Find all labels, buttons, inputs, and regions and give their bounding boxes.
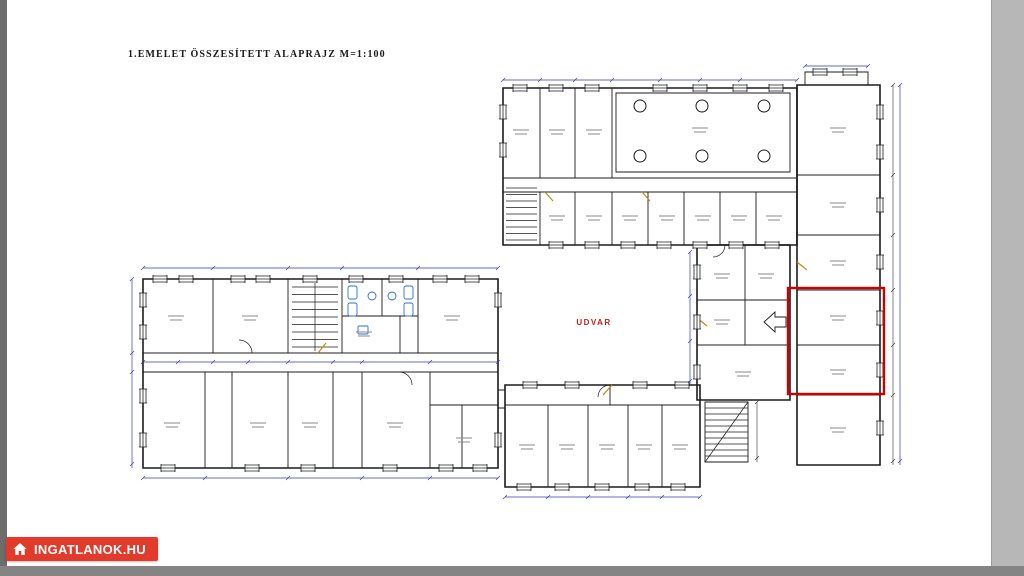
- window-icon: [875, 104, 885, 120]
- west-wing-outline: [142, 278, 499, 469]
- stairs: [292, 187, 749, 463]
- window-icon: [674, 380, 690, 390]
- window-icon: [632, 380, 648, 390]
- west-stairwell: [292, 283, 338, 351]
- inner-block-outline: [696, 244, 791, 401]
- window-icon: [138, 432, 148, 448]
- window-icon: [692, 83, 708, 93]
- window-icon: [564, 380, 580, 390]
- window-icon: [493, 432, 503, 448]
- window-icon: [516, 482, 532, 492]
- watermark: INGATLANOK.HU: [6, 537, 158, 561]
- window-icon: [302, 274, 318, 284]
- window-icon: [656, 240, 672, 250]
- north-stairwell: [506, 187, 537, 241]
- left-gutter: [0, 0, 7, 566]
- window-icon: [764, 240, 780, 250]
- window-icon: [548, 83, 564, 93]
- window-icon: [692, 240, 708, 250]
- window-icon: [498, 104, 508, 120]
- dimension-lines: [129, 63, 903, 500]
- window-icon: [875, 254, 885, 270]
- watermark-text: INGATLANOK.HU: [34, 541, 146, 557]
- window-icon: [634, 482, 650, 492]
- window-icon: [812, 67, 828, 77]
- window-icon: [875, 144, 885, 160]
- courtyard-label: UDVAR: [576, 318, 611, 327]
- window-icon: [548, 240, 564, 250]
- door-leaf-marks: [317, 191, 808, 396]
- window-icon: [464, 274, 480, 284]
- right-gutter: [991, 0, 1024, 566]
- window-icon: [178, 274, 194, 284]
- window-icon: [138, 324, 148, 340]
- window-icon: [875, 310, 885, 326]
- window-icon: [584, 240, 600, 250]
- wc-fixtures: [347, 285, 414, 335]
- window-icon: [620, 240, 636, 250]
- window-icon: [875, 420, 885, 436]
- dimension-ticks-right: [754, 82, 896, 465]
- door-arcs: [238, 244, 726, 398]
- window-icon: [554, 482, 570, 492]
- house-icon: [13, 543, 27, 555]
- interior-walls: [143, 71, 880, 487]
- window-icon: [152, 274, 168, 284]
- window-icon: [512, 83, 528, 93]
- window-icon: [768, 83, 784, 93]
- highlighted-unit-outline: [786, 286, 886, 396]
- window-icon: [692, 364, 702, 380]
- window-icon: [842, 67, 858, 77]
- window-icon: [382, 463, 398, 473]
- north-wing-outline: [502, 87, 798, 246]
- window-icon: [875, 197, 885, 213]
- window-icon: [300, 463, 316, 473]
- hall-columns: [633, 99, 771, 163]
- window-icon: [244, 463, 260, 473]
- window-icon: [692, 264, 702, 280]
- window-icon: [584, 83, 600, 93]
- window-icon: [594, 482, 610, 492]
- window-icon: [728, 240, 744, 250]
- window-icon: [388, 274, 404, 284]
- bottom-gutter: [0, 566, 1024, 576]
- window-icon: [875, 362, 885, 378]
- window-icon: [160, 463, 176, 473]
- window-icon: [732, 83, 748, 93]
- window-icon: [522, 380, 538, 390]
- south-wing-outline: [504, 384, 701, 488]
- window-icon: [438, 463, 454, 473]
- window-icon: [255, 274, 271, 284]
- window-icon: [670, 482, 686, 492]
- window-icon: [230, 274, 246, 284]
- window-icon: [432, 274, 448, 284]
- page-title: 1.EMELET ÖSSZESÍTETT ALAPRAJZ M=1:100: [128, 49, 386, 60]
- window-icon: [652, 83, 668, 93]
- window-icon: [498, 142, 508, 158]
- window-icon: [472, 463, 488, 473]
- east-wing-outline: [796, 84, 881, 466]
- exterior-stair: [704, 401, 749, 463]
- window-icon: [348, 274, 364, 284]
- window-icon: [692, 314, 702, 330]
- window-icon: [138, 292, 148, 308]
- window-icon: [493, 292, 503, 308]
- entry-arrow-icon: [763, 310, 787, 334]
- window-icon: [138, 388, 148, 404]
